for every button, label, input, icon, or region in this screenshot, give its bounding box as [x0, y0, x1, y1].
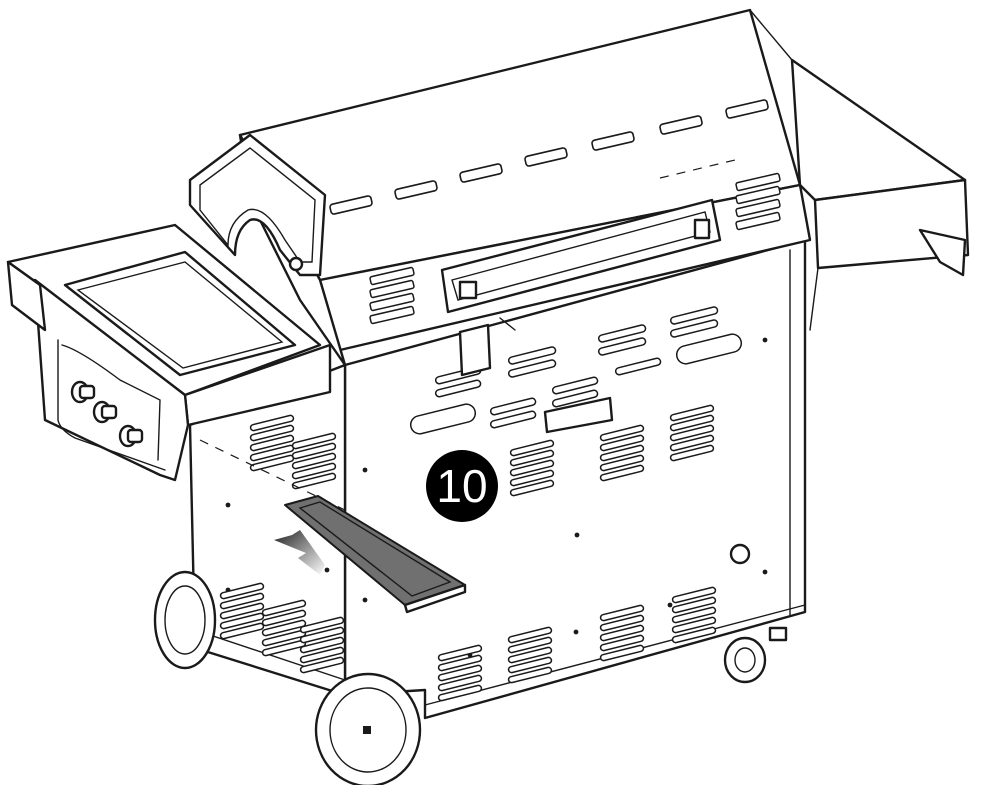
knob-2-icon[interactable] [92, 400, 118, 424]
vent-slot [599, 624, 645, 642]
vent-slot [291, 452, 337, 470]
vent-slot [219, 582, 265, 600]
vent-slot [669, 424, 715, 442]
vent-slot [507, 656, 553, 674]
step-number-badge: 10 [426, 450, 498, 522]
vent-slot [671, 616, 717, 634]
vent-slot [599, 444, 645, 462]
vent-slot [599, 454, 645, 472]
vent-slot [249, 434, 295, 452]
vent-slot [249, 424, 295, 442]
caster-wheel [723, 626, 788, 684]
vent-slot [669, 404, 715, 422]
vent-slot [509, 439, 555, 457]
step-number: 10 [436, 460, 487, 512]
vent-slot [671, 606, 717, 624]
vent-slot [599, 634, 645, 652]
vent-slot [249, 414, 295, 432]
vent-slot [437, 664, 483, 682]
vent-slot [671, 586, 717, 604]
vent-slot [437, 684, 483, 702]
guide-line-top [659, 159, 736, 179]
vent-slot [671, 626, 717, 644]
vent-slot [509, 449, 555, 467]
left-front-wheel [153, 570, 217, 670]
vent-slot [669, 434, 715, 452]
vent-slot [507, 636, 553, 654]
right-side-shelf [790, 58, 970, 331]
knob-3-icon[interactable] [118, 424, 144, 448]
vent-slot [599, 434, 645, 452]
vent-slot [299, 636, 345, 654]
vent-slot [437, 674, 483, 692]
grease-drip-tray[interactable] [284, 495, 467, 614]
vent-slot [599, 614, 645, 632]
vent-slot [291, 442, 337, 460]
vent-slot [291, 462, 337, 480]
vent-slot [599, 424, 645, 442]
vent-slot [669, 444, 715, 462]
vent-slot [437, 654, 483, 672]
insert-direction-arrow-icon [274, 530, 325, 575]
hood-side-vents [369, 172, 781, 325]
vent-slot [299, 656, 345, 674]
back-panel-vent-grid [219, 404, 717, 702]
hood-slots [329, 99, 769, 215]
left-side-shelf [6, 223, 332, 482]
rotisserie-bracket [440, 198, 722, 434]
vent-slot [509, 459, 555, 477]
vent-slot [437, 644, 483, 662]
vent-slot [299, 646, 345, 664]
vent-slot [599, 644, 645, 662]
vent-slot [219, 592, 265, 610]
side-burner-knobs [70, 380, 144, 448]
vent-slot [299, 626, 345, 644]
vent-slot [669, 414, 715, 432]
vent-slot [291, 472, 337, 490]
vent-slot [507, 666, 553, 684]
tank-hook-icon [729, 543, 751, 565]
vent-slot [599, 604, 645, 622]
knob-1-icon[interactable] [70, 380, 96, 404]
vent-slot [599, 464, 645, 482]
vent-slot [671, 596, 717, 614]
vent-slot [219, 602, 265, 620]
vent-slot [509, 479, 555, 497]
vent-slot [291, 432, 337, 450]
vent-slot [261, 599, 307, 617]
vent-slot [507, 646, 553, 664]
vent-slot [299, 616, 345, 634]
vent-slot [261, 609, 307, 627]
left-rear-wheel [314, 672, 422, 785]
vent-slot [507, 626, 553, 644]
vent-slot [509, 469, 555, 487]
back-panel-vents [409, 306, 743, 435]
vent-slot [261, 619, 307, 637]
